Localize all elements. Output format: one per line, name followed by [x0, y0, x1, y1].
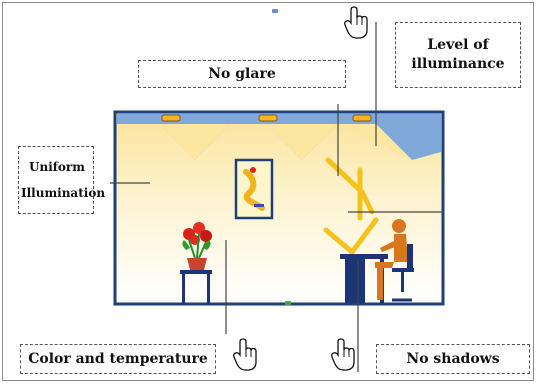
color-and-temperature-label: Color and temperature	[20, 344, 216, 374]
ceiling-lamp-icon	[352, 114, 372, 122]
seated-worker-icon	[375, 219, 414, 302]
level-of-illuminance-label: Level of illuminance	[395, 22, 521, 88]
callout-lines	[110, 22, 444, 372]
hand-pointer-icon[interactable]	[231, 338, 261, 372]
ceiling-lamp-icon	[258, 114, 278, 122]
uniform-illumination-label: Uniform Illumination	[18, 146, 105, 214]
hand-pointer-icon[interactable]	[329, 338, 359, 372]
hand-pointer-icon[interactable]	[342, 6, 372, 40]
light-cone-3	[267, 124, 338, 160]
no-shadows-label: No shadows	[376, 344, 530, 374]
room	[113, 110, 445, 306]
ceiling-lamp-icon	[161, 114, 181, 122]
wall-painting-icon	[234, 158, 274, 220]
light-cone-4	[338, 124, 412, 160]
floor-marker	[285, 301, 291, 305]
no-glare-label: No glare	[138, 60, 346, 88]
potted-flower-icon	[180, 222, 212, 304]
light-cone-1	[160, 124, 229, 160]
light-beam	[323, 157, 379, 256]
diagram-frame	[2, 2, 534, 381]
top-marker	[272, 9, 278, 13]
